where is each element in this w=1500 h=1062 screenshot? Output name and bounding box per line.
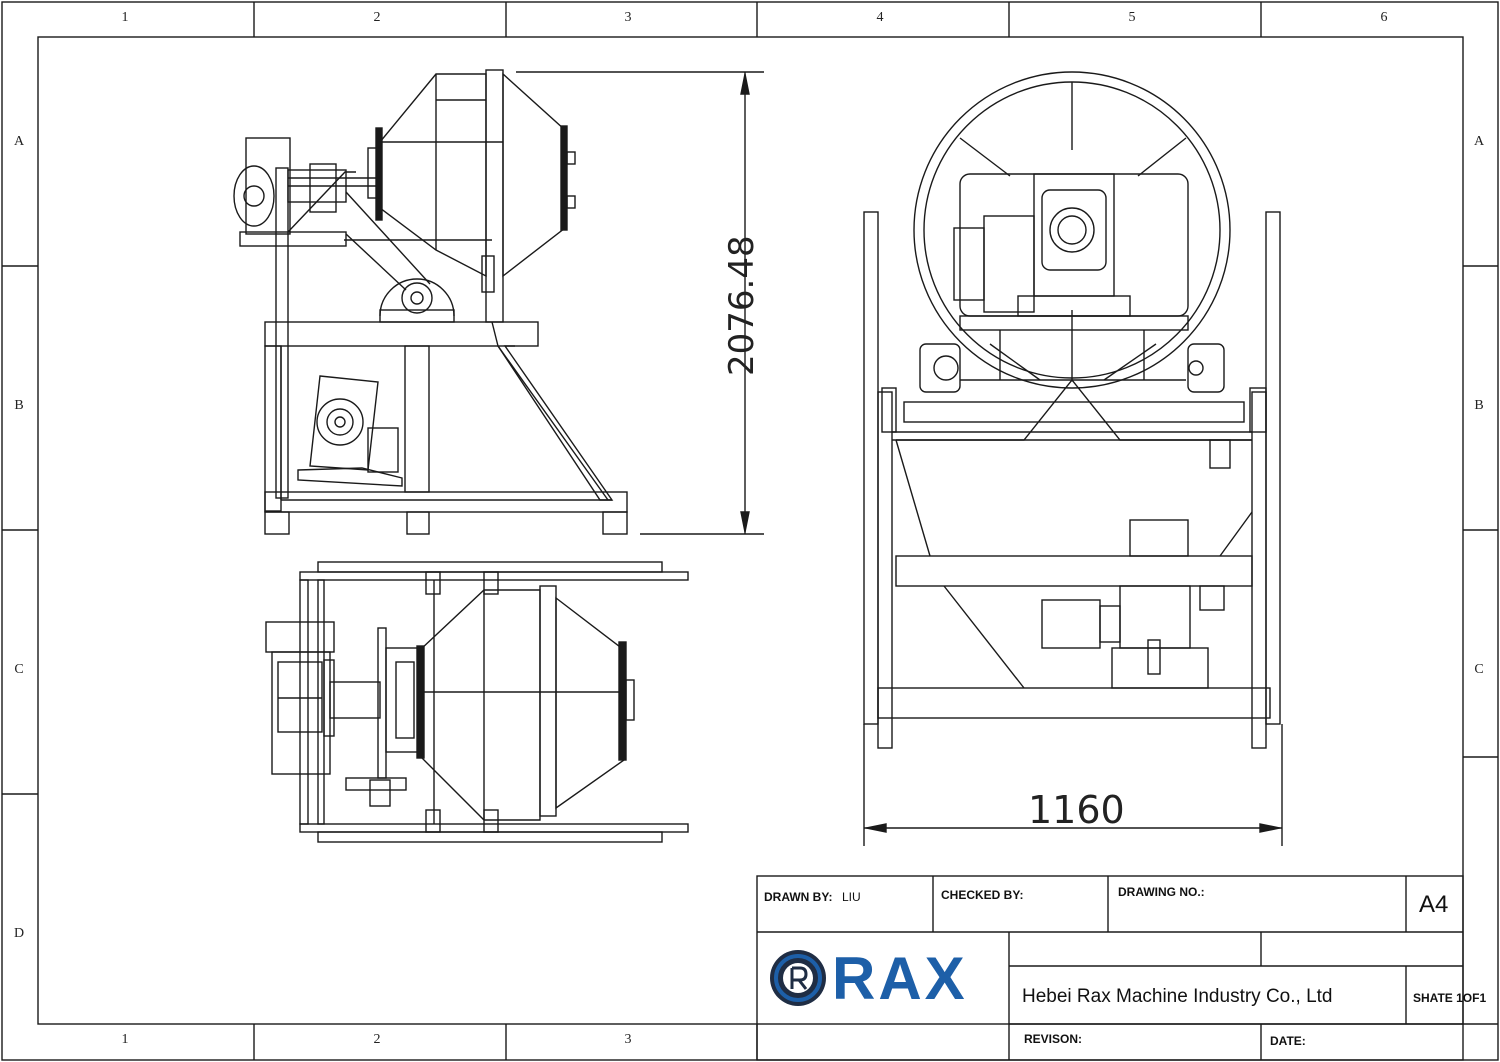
row-label-right-b: B xyxy=(1474,398,1484,413)
row-label-left-b: B xyxy=(14,398,24,413)
drawn-by-value: LIU xyxy=(842,890,861,904)
col-label-top-2: 2 xyxy=(373,10,381,25)
top-view xyxy=(265,561,689,843)
drawn-by-label: DRAWN BY: xyxy=(764,890,833,904)
col-label-top-6: 6 xyxy=(1380,10,1388,25)
width-dimension-label: 1160 xyxy=(1028,788,1125,832)
checked-by-label: CHECKED BY: xyxy=(941,888,1024,902)
height-dimension-label: 2076.48 xyxy=(722,235,762,376)
sheet-size: A4 xyxy=(1419,891,1449,918)
height-dimension xyxy=(516,71,764,535)
col-label-bottom-2: 2 xyxy=(373,1032,381,1047)
date-label: DATE: xyxy=(1270,1034,1306,1048)
width-dimension xyxy=(863,724,1283,846)
top-zone-dividers xyxy=(253,2,1262,37)
bottom-zone-dividers xyxy=(253,1024,758,1060)
drawing-no-label: DRAWING NO.: xyxy=(1118,885,1205,899)
row-label-left-a: A xyxy=(13,134,25,149)
col-label-top-4: 4 xyxy=(876,10,884,25)
company-logo-wordmark: RAX xyxy=(832,945,968,1012)
col-label-bottom-1: 1 xyxy=(121,1032,129,1047)
col-label-top-1: 1 xyxy=(121,10,129,25)
col-label-top-5: 5 xyxy=(1128,10,1136,25)
side-zone-dividers xyxy=(2,265,1498,795)
col-label-bottom-3: 3 xyxy=(624,1032,632,1047)
row-label-right-a: A xyxy=(1473,134,1485,149)
front-view xyxy=(863,71,1281,749)
side-view xyxy=(233,69,628,535)
company-name: Hebei Rax Machine Industry Co., Ltd xyxy=(1022,986,1333,1007)
title-block-lines xyxy=(756,875,1498,1061)
row-label-left-d: D xyxy=(13,926,25,941)
row-label-right-c: C xyxy=(1474,662,1484,677)
rax-logo-icon xyxy=(770,950,826,1006)
row-label-left-c: C xyxy=(14,662,24,677)
sheet-number: SHATE 1OF1 xyxy=(1413,991,1487,1005)
revision-label: REVISON: xyxy=(1024,1032,1083,1046)
col-label-top-3: 3 xyxy=(624,10,632,25)
